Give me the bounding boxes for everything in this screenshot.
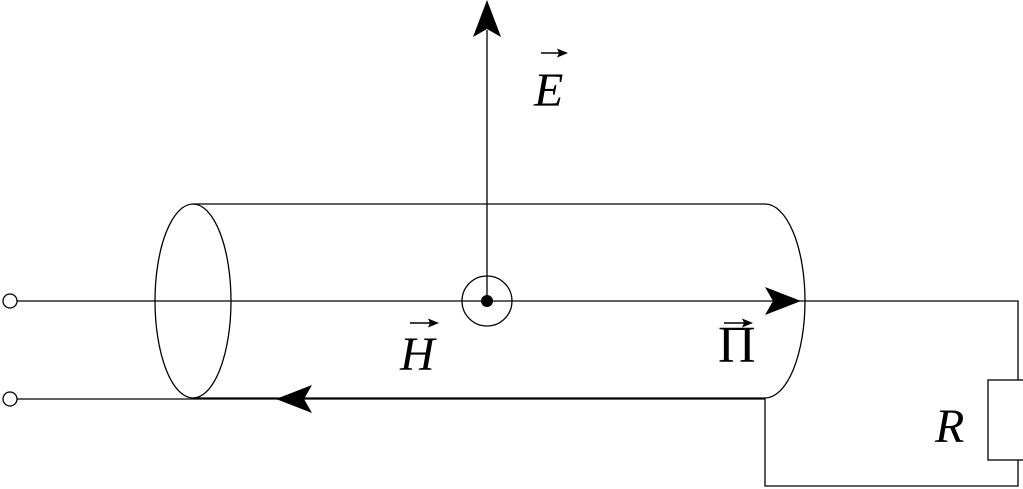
h-field-dot <box>481 295 493 307</box>
input-terminal-top <box>2 293 18 309</box>
label-h-field: H <box>399 318 439 381</box>
poynting-label: Π <box>718 317 756 374</box>
h-field-circle <box>461 275 513 327</box>
lower-conductor-wire <box>17 398 1019 487</box>
h-field-label: H <box>399 328 437 381</box>
label-poynting: Π <box>718 317 756 374</box>
input-terminal-bottom <box>2 391 18 407</box>
e-field-label: E <box>533 64 563 117</box>
lower-wire-arrowhead <box>276 385 312 413</box>
upper-conductor-wire <box>17 300 1019 380</box>
resistor-label: R <box>934 400 964 453</box>
upper-wire-arrowhead <box>765 287 801 315</box>
resistor <box>987 379 1023 461</box>
label-e-field: E <box>533 48 568 117</box>
e-field-arrowhead <box>473 0 501 37</box>
